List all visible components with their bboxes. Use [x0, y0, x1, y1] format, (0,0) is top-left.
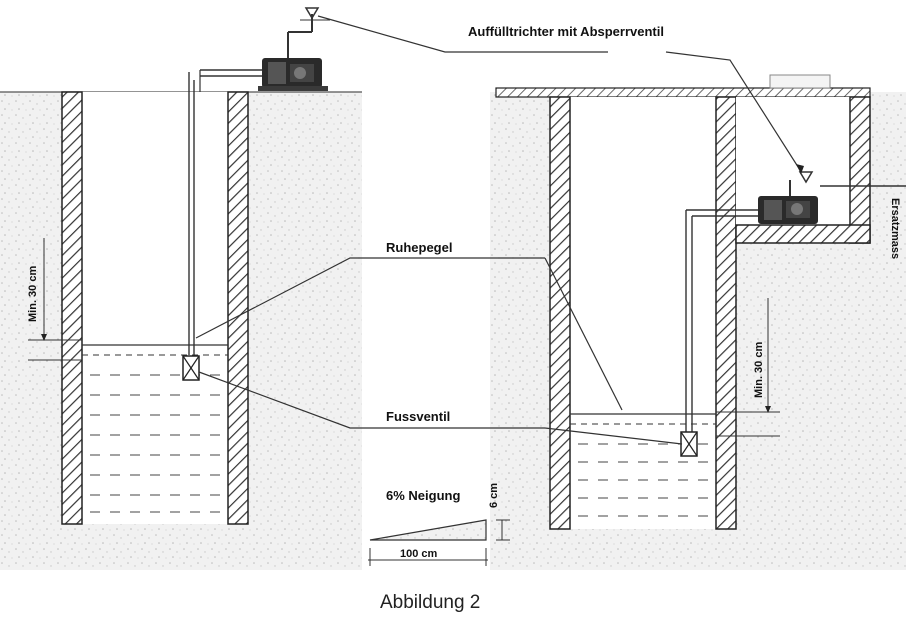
figure-caption: Abbildung 2: [380, 592, 480, 613]
right-foot-valve-icon: [680, 431, 698, 457]
right-well: [495, 74, 906, 530]
right-suction-pipe: [685, 185, 906, 432]
right-pump-icon: [758, 171, 818, 224]
slope-run-label: 100 cm: [400, 548, 438, 560]
left-foot-valve-icon: [182, 355, 200, 381]
left-min-label: Min. 30 cm: [27, 266, 39, 322]
left-min-dimension: [28, 238, 82, 361]
leader-lines: [195, 15, 804, 445]
slope-label: 6% Neigung: [386, 488, 460, 503]
funnel-label: Auffülltrichter mit Absperrventil: [468, 24, 664, 39]
slope-detail: [368, 519, 510, 566]
right-min-label: Min. 30 cm: [753, 342, 765, 398]
right-min-dimension: [716, 298, 780, 437]
left-suction-pipe: [188, 69, 262, 355]
left-water: [82, 344, 228, 513]
rest-level-label: Ruhepegel: [386, 240, 452, 255]
slope-rise-label: 6 cm: [488, 483, 500, 508]
left-well: [28, 69, 262, 525]
foot-valve-label: Fussventil: [386, 409, 450, 424]
left-pump-icon: [258, 7, 330, 91]
edge-cut-label: Ersatzmass: [889, 198, 901, 259]
